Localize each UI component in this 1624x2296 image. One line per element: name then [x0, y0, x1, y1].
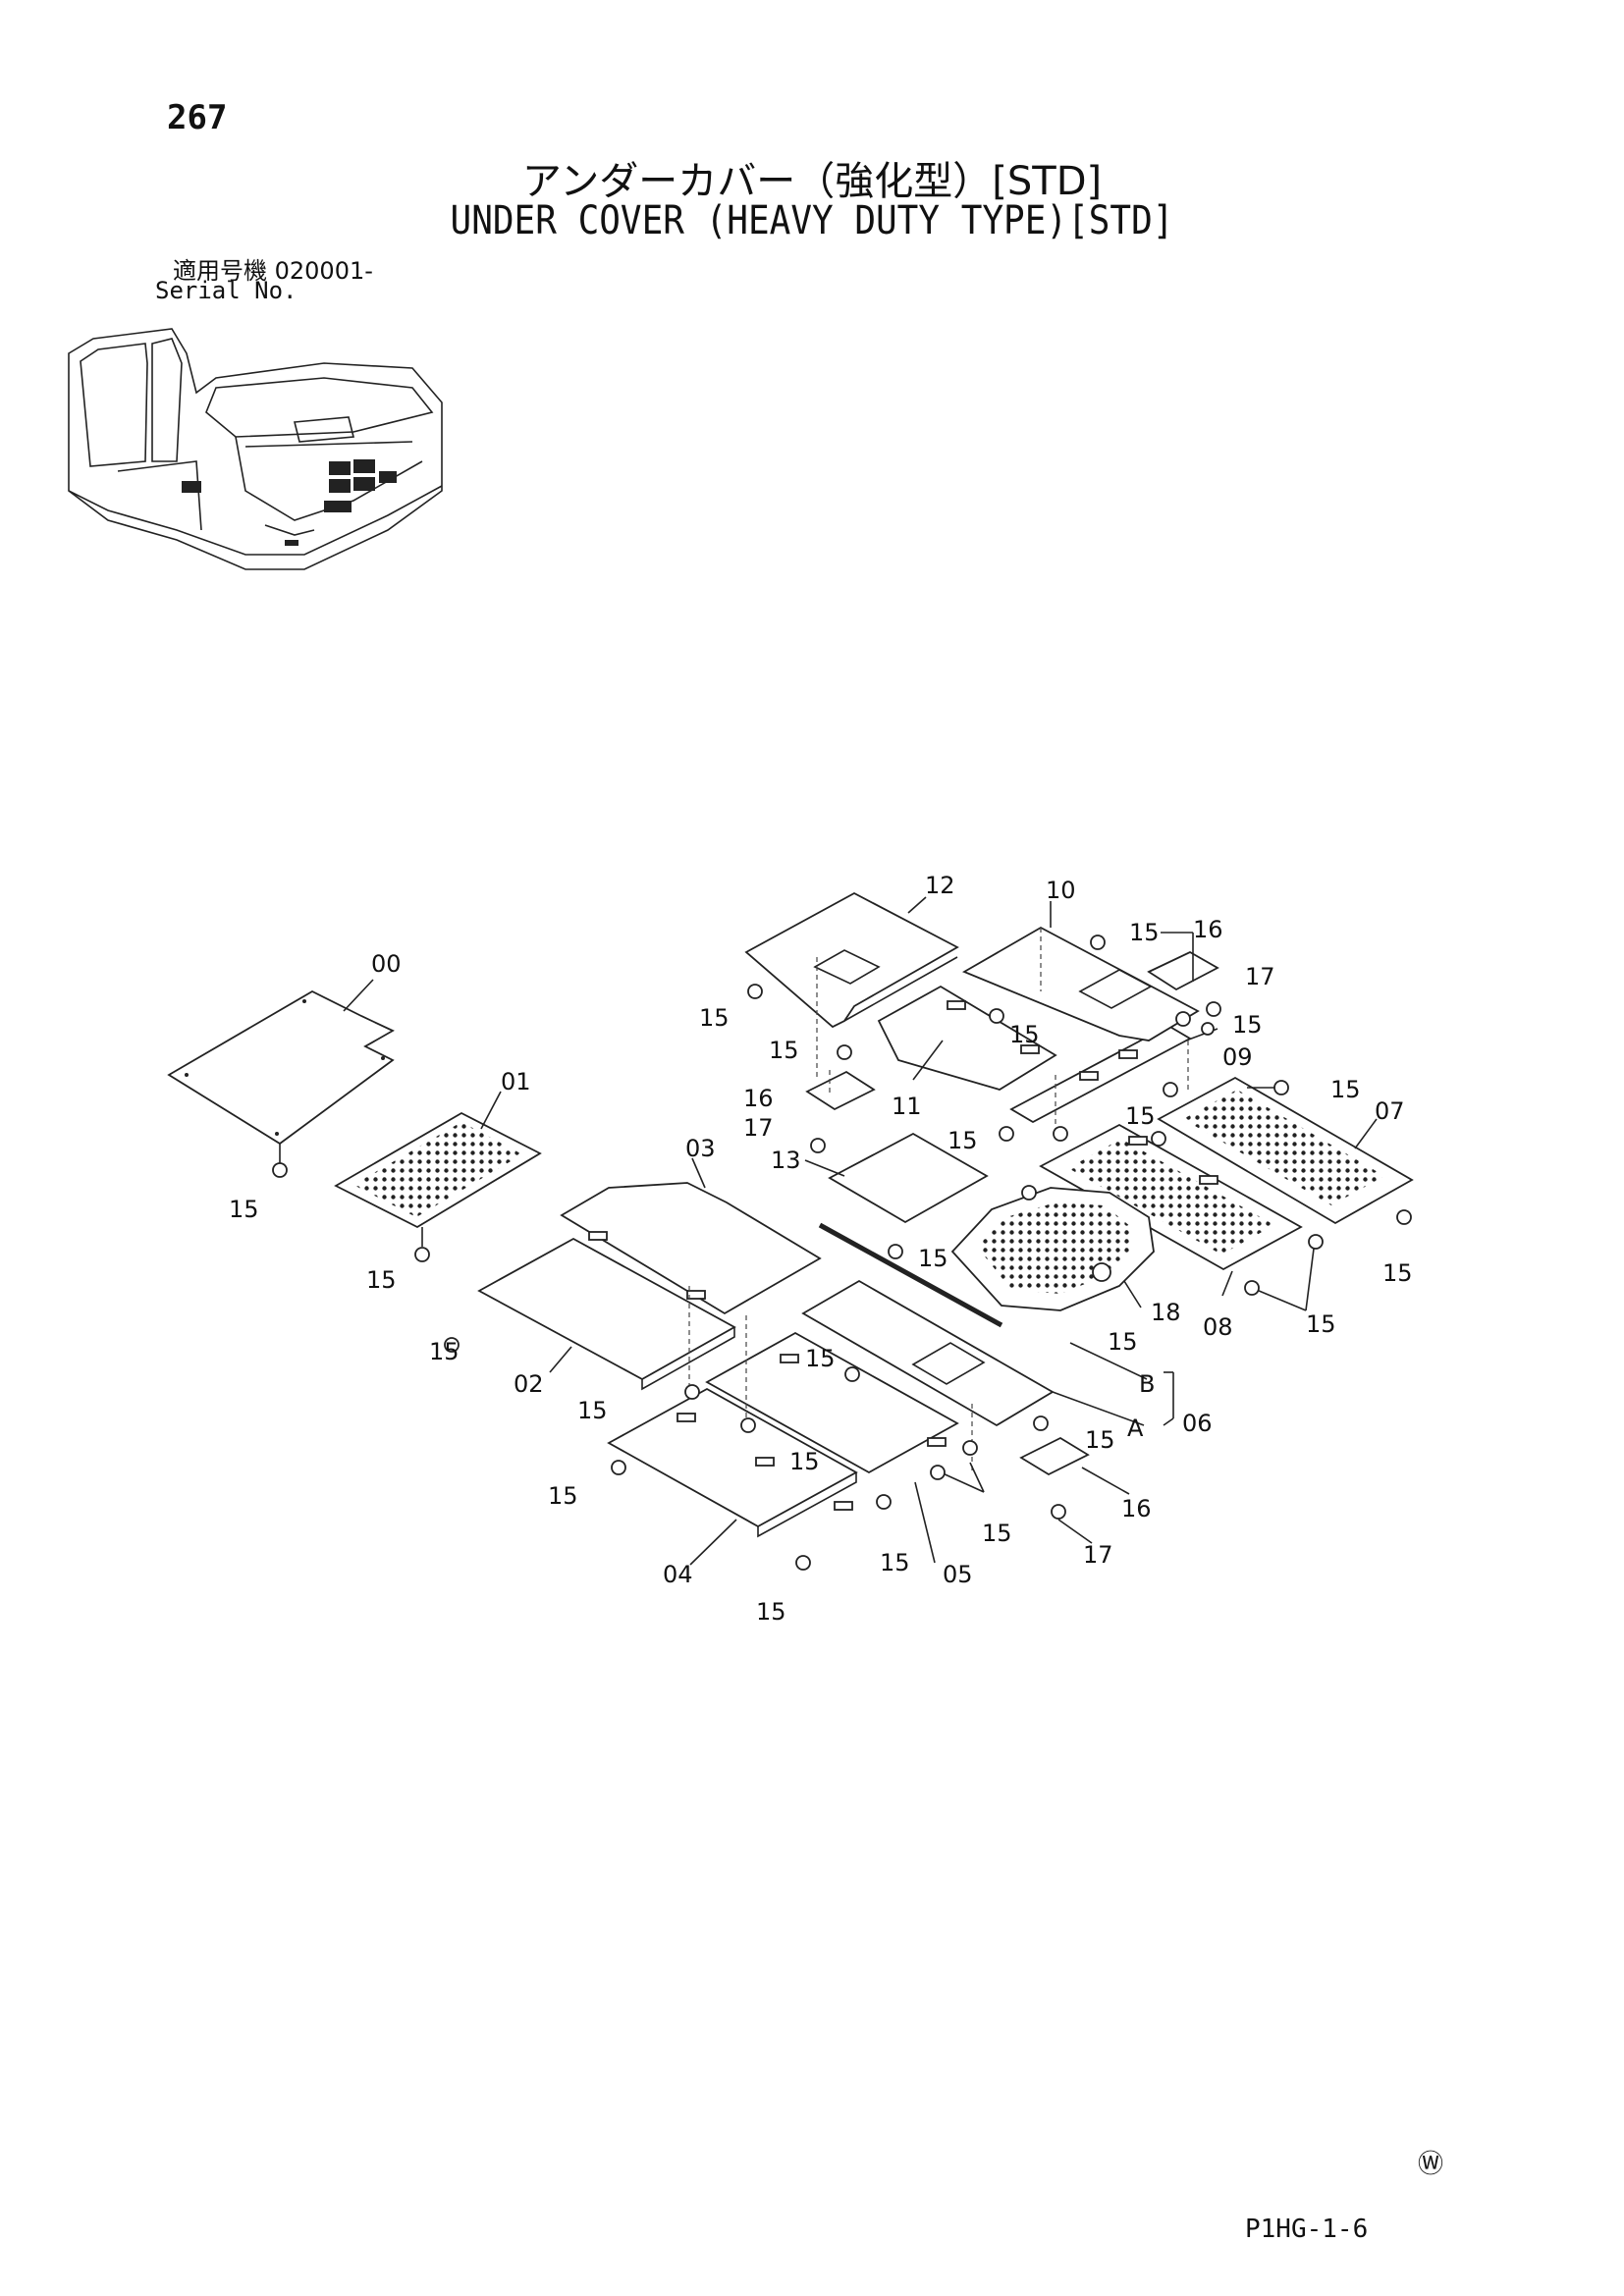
plate-16-lower: [1019, 1436, 1090, 1476]
serial-label-english: Serial No.: [155, 277, 298, 304]
cover-13: [828, 1132, 989, 1224]
serial-label-japanese: 適用号機 020001-: [173, 257, 373, 285]
footer-mark: Ⓦ: [1418, 2150, 1444, 2179]
cover-03: [560, 1182, 822, 1315]
callout-08: 08: [1203, 1313, 1233, 1341]
callout-15: 15: [1125, 1102, 1156, 1130]
callout-15: 15: [1382, 1259, 1413, 1287]
cover-18: [950, 1187, 1155, 1311]
callout-15: 15: [366, 1266, 397, 1294]
cover-11: [877, 985, 1057, 1091]
callout-15: 15: [699, 1004, 730, 1032]
callout-15: 15: [1085, 1426, 1115, 1454]
callout-15: 15: [947, 1127, 978, 1154]
plate-16-left: [805, 1070, 876, 1111]
page-title-english: UNDER COVER (HEAVY DUTY TYPE)[STD]: [450, 198, 1174, 243]
cover-10: [961, 926, 1200, 1041]
cover-12: [744, 891, 959, 1029]
callout-16: 16: [1193, 916, 1223, 943]
callout-15: 15: [918, 1245, 948, 1272]
callout-15: 15: [577, 1397, 608, 1424]
page-number: 267: [167, 98, 228, 137]
callout-15: 15: [756, 1598, 786, 1626]
callout-15: 15: [1009, 1021, 1040, 1048]
cover-08: [1039, 1123, 1303, 1271]
callout-02: 02: [514, 1370, 544, 1398]
callout-15: 15: [1108, 1328, 1138, 1356]
callout-12: 12: [925, 872, 955, 899]
callout-15: 15: [1306, 1310, 1336, 1338]
machine-locator-thumbnail: [68, 328, 443, 570]
assembly-dashed-lines: [688, 928, 1189, 1472]
page-code: P1HG-1-6: [1245, 2215, 1369, 2244]
callout-13: 13: [771, 1147, 801, 1174]
plate-16-upper: [1147, 950, 1219, 991]
cover-01: [334, 1111, 542, 1262]
leader-lines: [343, 896, 1378, 1566]
callout-10: 10: [1046, 877, 1076, 904]
callout-15: 15: [1129, 919, 1160, 946]
callout-11: 11: [892, 1093, 922, 1120]
callout-labels: 00 01 02 03 04 05 06 07 08 09 10 11 12 1…: [229, 872, 1413, 1626]
callout-03: 03: [685, 1135, 716, 1162]
callout-18: 18: [1151, 1299, 1181, 1326]
callout-04: 04: [663, 1561, 693, 1588]
callout-15: 15: [805, 1345, 836, 1372]
callout-09: 09: [1222, 1043, 1253, 1071]
callout-15: 15: [548, 1482, 578, 1510]
callout-a: A: [1127, 1415, 1144, 1442]
page-title-japanese: アンダーカバー（強化型）[STD]: [521, 159, 1103, 204]
callout-17: 17: [1083, 1541, 1113, 1569]
bolts-15: [444, 934, 1412, 1571]
callout-01: 01: [501, 1068, 531, 1095]
callout-15: 15: [789, 1448, 820, 1475]
cover-04: [607, 1387, 858, 1538]
cover-02: [477, 1237, 736, 1391]
cover-05: [705, 1331, 959, 1474]
callout-17: 17: [743, 1114, 774, 1142]
callout-17: 17: [1245, 963, 1275, 990]
callout-16: 16: [743, 1085, 774, 1112]
callout-07: 07: [1375, 1097, 1405, 1125]
cover-00: [167, 989, 395, 1178]
callout-06: 06: [1182, 1410, 1213, 1437]
callout-15: 15: [1330, 1076, 1361, 1103]
callout-05: 05: [943, 1561, 973, 1588]
callout-15: 15: [229, 1196, 259, 1223]
callout-00: 00: [371, 950, 402, 978]
callout-15: 15: [429, 1338, 460, 1365]
callout-15: 15: [769, 1037, 799, 1064]
callout-15: 15: [1232, 1011, 1263, 1039]
callout-15: 15: [880, 1549, 910, 1576]
callout-15: 15: [982, 1520, 1012, 1547]
callout-16: 16: [1121, 1495, 1152, 1522]
cover-07: [1157, 1076, 1414, 1225]
callout-b: B: [1139, 1370, 1155, 1398]
